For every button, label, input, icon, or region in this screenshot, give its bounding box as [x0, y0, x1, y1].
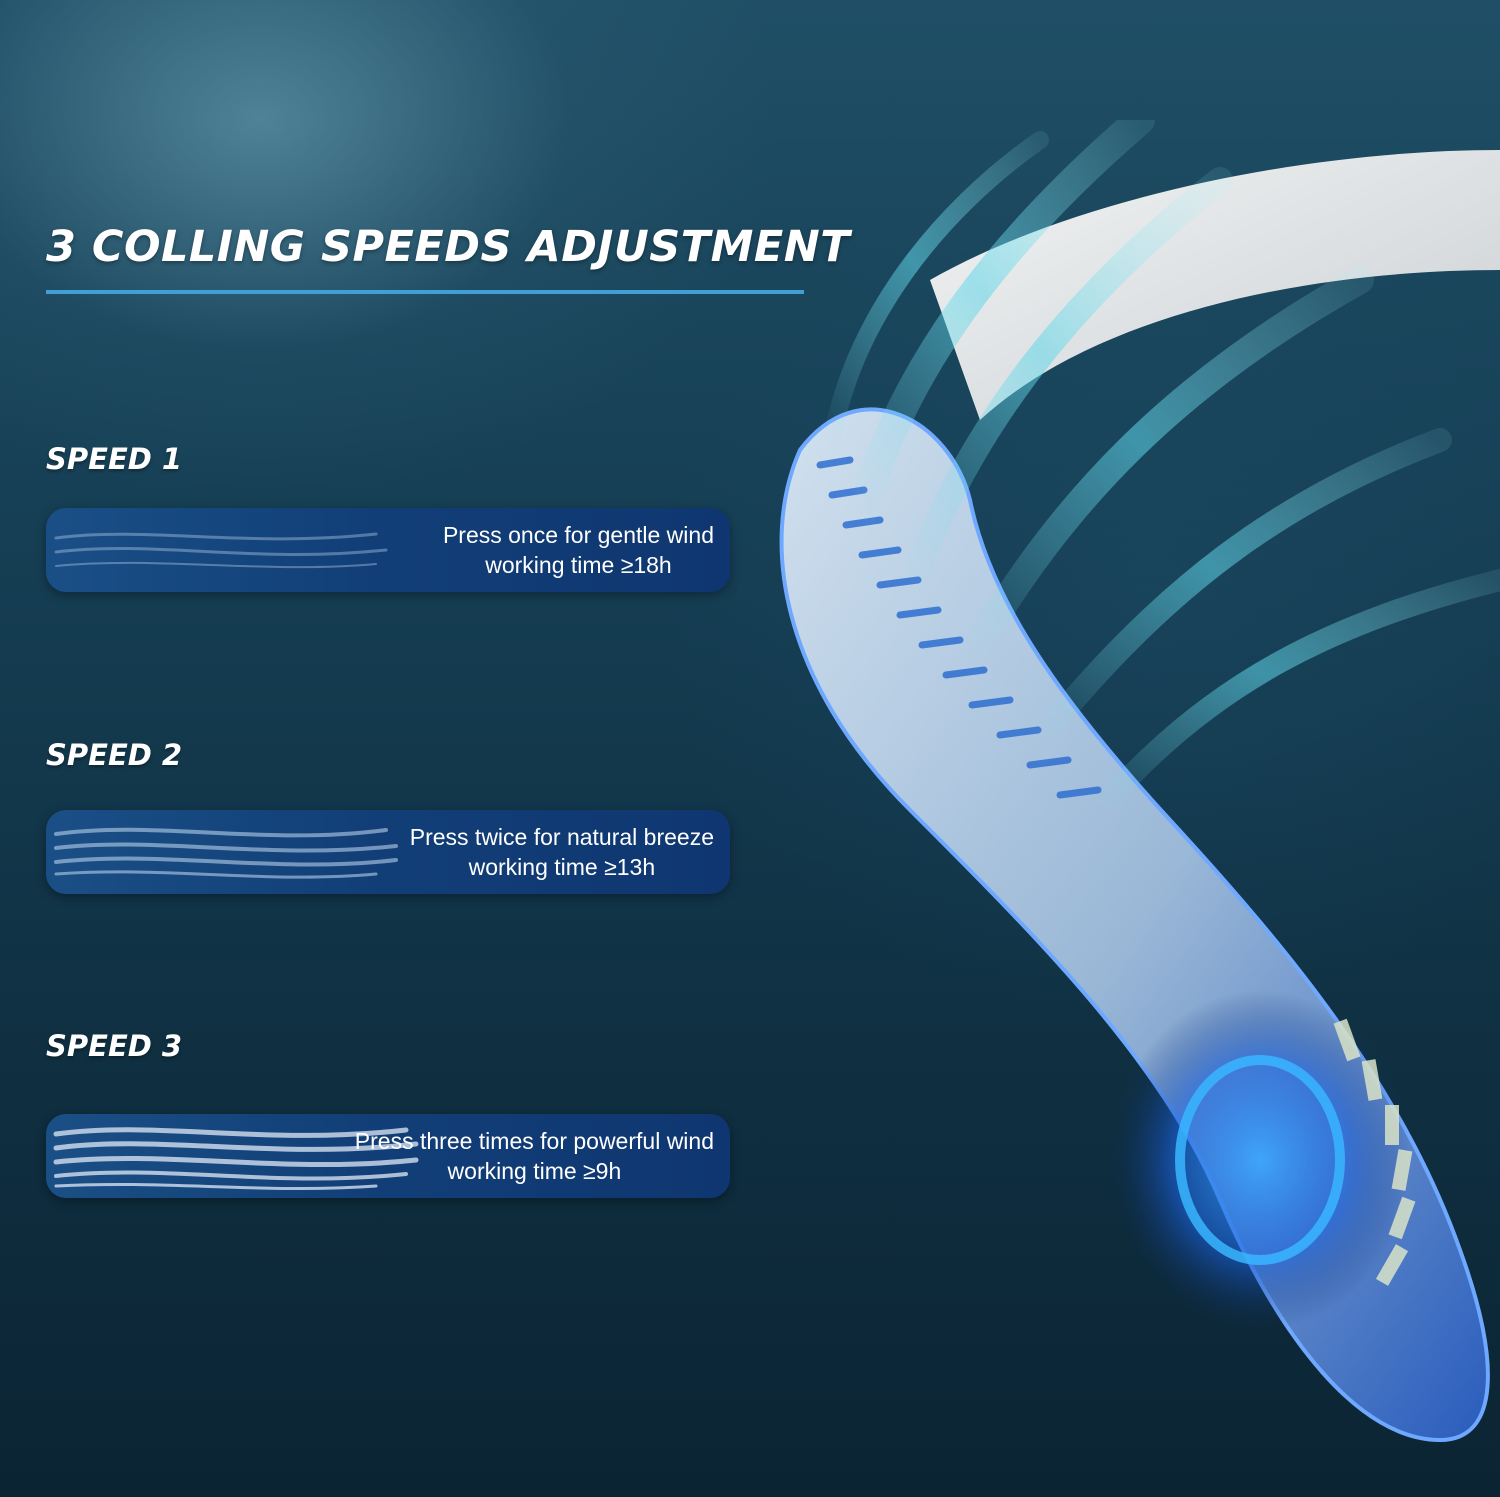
- motor-glow: [1110, 990, 1410, 1330]
- speed-2-card: Press twice for natural breeze working t…: [46, 810, 730, 894]
- vent-slots: [816, 456, 1102, 799]
- speed-1-card: Press once for gentle wind working time …: [46, 508, 730, 592]
- fan-band: [930, 150, 1500, 420]
- title-underline: [46, 290, 804, 294]
- fan-blades: [1333, 1018, 1416, 1286]
- speed-1-description: Press once for gentle wind working time …: [443, 508, 714, 592]
- speed-3-line-1: Press three times for powerful wind: [354, 1128, 714, 1154]
- page-title: 3 COLLING SPEEDS ADJUSTMENT: [46, 222, 851, 272]
- powerful-wind-icon: [53, 1127, 419, 1191]
- speed-1-label: SPEED 1: [46, 442, 183, 476]
- airflow-streaks: [821, 120, 1500, 821]
- gentle-wind-icon: [54, 532, 388, 569]
- speed-2-line-2: working time ≥13h: [468, 854, 656, 880]
- speed-3-line-2: working time ≥9h: [447, 1158, 622, 1184]
- speed-2-line-1: Press twice for natural breeze: [409, 824, 714, 850]
- speed-1-line-2: working time ≥18h: [485, 552, 672, 578]
- neck-fan-illustration: [779, 120, 1500, 1443]
- speed-2-label: SPEED 2: [46, 738, 183, 772]
- speed-2-description: Press twice for natural breeze working t…: [410, 810, 714, 894]
- fan-body: [779, 407, 1490, 1443]
- speed-1-line-1: Press once for gentle wind: [442, 522, 714, 548]
- speed-3-description: Press three times for powerful wind work…: [355, 1114, 714, 1198]
- motor-ring: [1175, 1055, 1345, 1265]
- speed-3-card: Press three times for powerful wind work…: [46, 1114, 730, 1198]
- breeze-wind-icon: [54, 827, 398, 879]
- speed-3-label: SPEED 3: [46, 1029, 183, 1063]
